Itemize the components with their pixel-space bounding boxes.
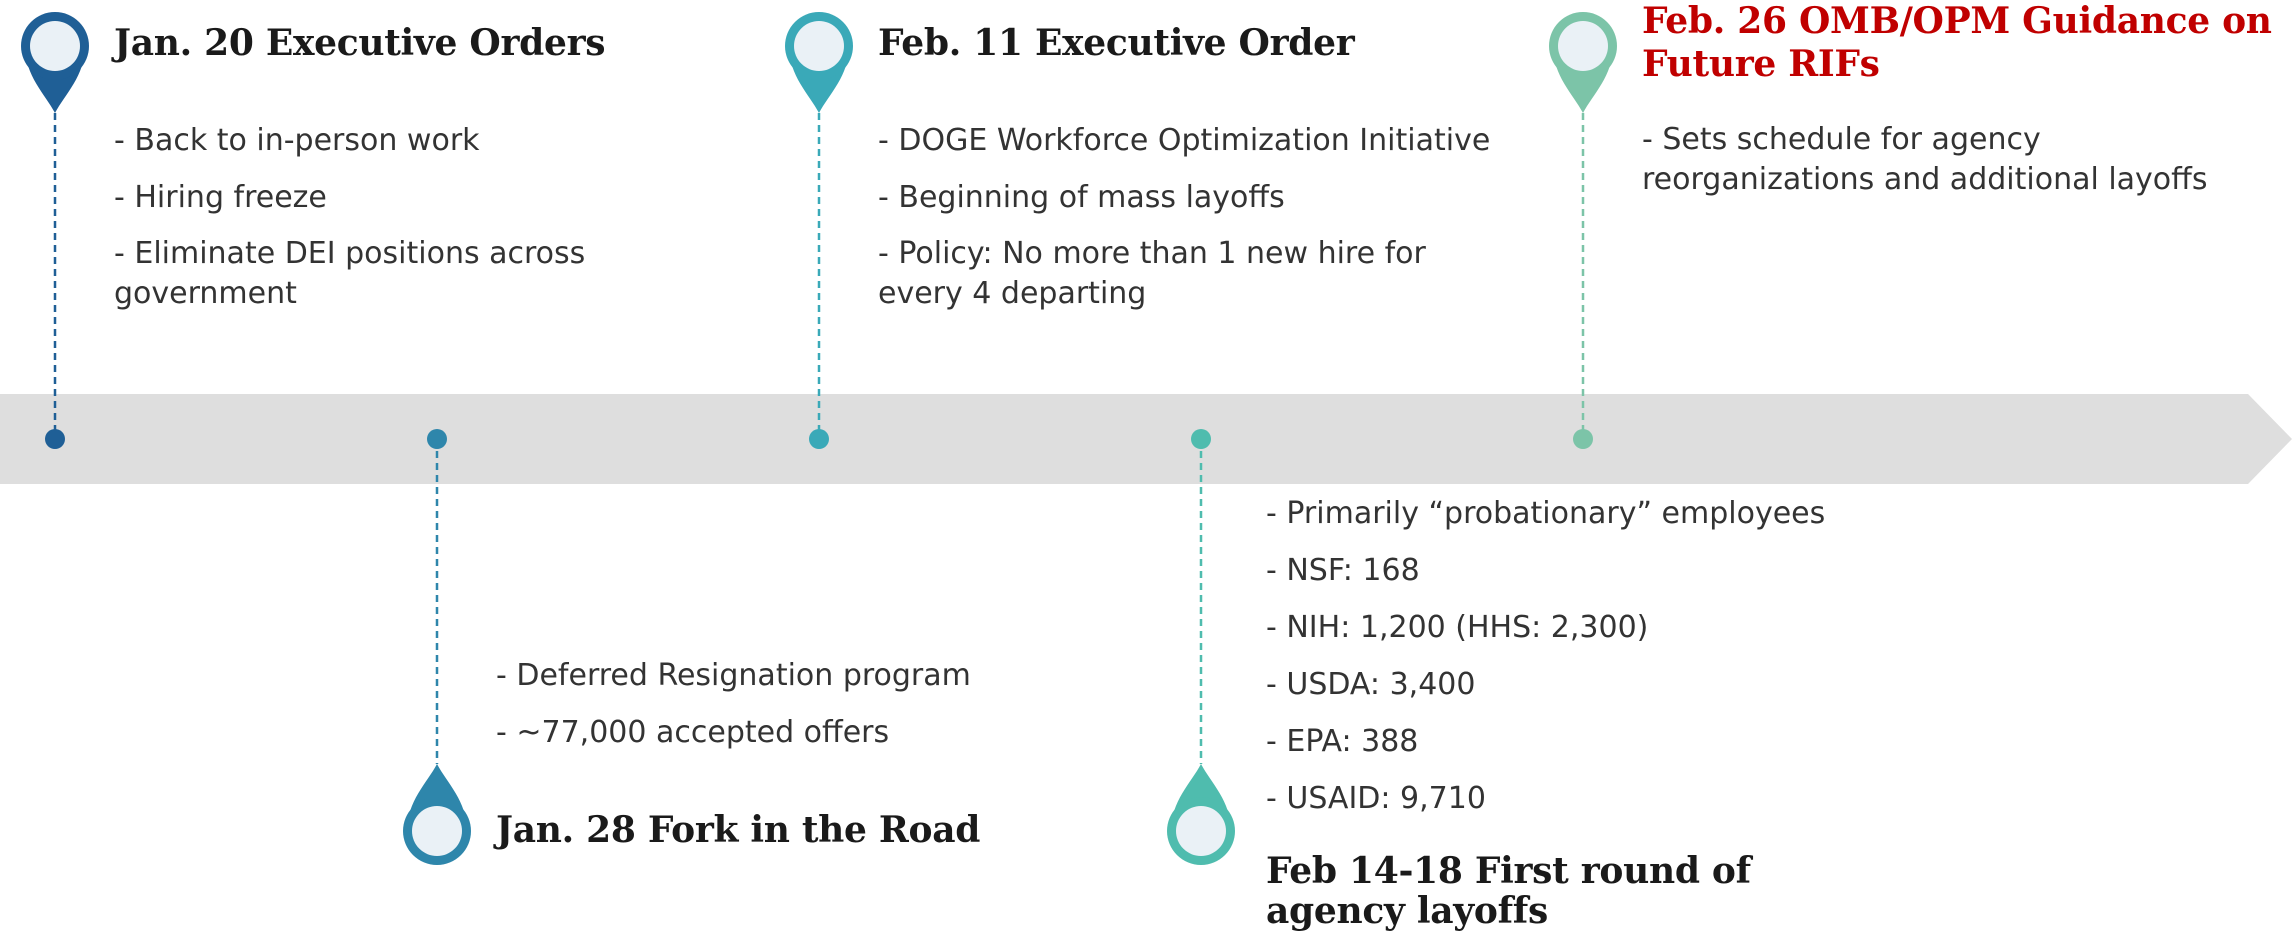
feb14-bullet: - Primarily “probationary” employees	[1266, 496, 1826, 531]
jan20-bullet: - Eliminate DEI positions across governm…	[114, 236, 586, 311]
feb14-bullet-list: - Primarily “probationary” employees - N…	[1266, 493, 1886, 835]
jan28-pin-center	[412, 806, 462, 856]
feb14-bullet: - USDA: 3,400	[1266, 667, 1476, 702]
timeline-markers	[21, 12, 1617, 865]
feb14-pin-center	[1176, 806, 1226, 856]
feb11-bullet: - Beginning of mass layoffs	[878, 180, 1285, 215]
jan20-pin-center	[30, 21, 80, 71]
feb14-bullet: - NIH: 1,200 (HHS: 2,300)	[1266, 610, 1649, 645]
feb11-timeline-dot	[809, 429, 829, 449]
feb14-bullet: - NSF: 168	[1266, 553, 1420, 588]
jan28-bullet-list: - Deferred Resignation program - ~77,000…	[496, 655, 1096, 769]
feb26-timeline-dot	[1573, 429, 1593, 449]
feb14-bullet: - USAID: 9,710	[1266, 781, 1486, 816]
timeline-arrow	[0, 394, 2292, 484]
jan20-timeline-dot	[45, 429, 65, 449]
feb11-pin-center	[794, 21, 844, 71]
feb14-timeline-dot	[1191, 429, 1211, 449]
feb11-title: Feb. 11 Executive Order	[878, 22, 1355, 64]
feb14-bullet: - EPA: 388	[1266, 724, 1419, 759]
feb14-title: Feb 14-18 First round of agency layoffs	[1266, 850, 1751, 932]
feb26-title: Feb. 26 OMB/OPM Guidance on Future RIFs	[1642, 0, 2272, 85]
feb26-pin-center	[1558, 21, 1608, 71]
feb11-bullet-list: - DOGE Workforce Optimization Initiative…	[878, 120, 1491, 329]
jan28-timeline-dot	[427, 429, 447, 449]
jan20-bullet: - Hiring freeze	[114, 180, 327, 215]
jan28-title: Jan. 28 Fork in the Road	[496, 809, 981, 851]
feb26-bullet-list: - Sets schedule for agency reorganizatio…	[1642, 120, 2222, 215]
jan20-bullet-list: - Back to in-person work - Hiring freeze…	[114, 120, 634, 329]
feb11-bullet: - DOGE Workforce Optimization Initiative	[878, 123, 1491, 158]
jan20-title: Jan. 20 Executive Orders	[114, 22, 606, 64]
jan28-bullet: - ~77,000 accepted offers	[496, 715, 890, 750]
feb26-bullet: - Sets schedule for agency reorganizatio…	[1642, 122, 2208, 197]
jan20-bullet: - Back to in-person work	[114, 123, 480, 158]
feb11-bullet: - Policy: No more than 1 new hire for ev…	[878, 236, 1426, 311]
jan28-bullet: - Deferred Resignation program	[496, 658, 971, 693]
